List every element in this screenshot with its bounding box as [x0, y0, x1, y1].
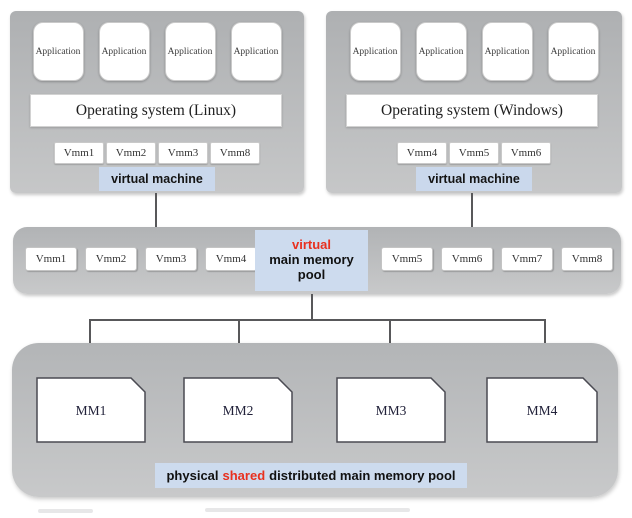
- virtual-machine-label-right: virtual machine: [416, 167, 532, 191]
- vmm-row-right: Vmm4 Vmm5 Vmm6: [326, 142, 622, 164]
- vmm-box: Vmm1: [54, 142, 104, 164]
- mm-module-3: MM3: [336, 377, 446, 443]
- connector-branch-horizontal: [89, 319, 546, 321]
- physical-pool-box: MM1 MM2 MM3 MM4 physical shared distribu…: [12, 343, 618, 497]
- application-box: Application: [349, 22, 401, 81]
- virtual-pool-bar: Vmm1 Vmm2 Vmm3 Vmm4 virtual main memory …: [13, 227, 621, 294]
- mm-shape: [486, 377, 598, 443]
- mm-module-4: MM4: [486, 377, 598, 443]
- application-box: Application: [415, 22, 467, 81]
- application-box: Application: [98, 22, 150, 81]
- vmm-box: Vmm4: [397, 142, 447, 164]
- connector-pool-stem: [311, 294, 313, 320]
- virtual-pool-title-rest: main memory pool: [269, 252, 354, 282]
- cropped-caption-remnant: [205, 508, 410, 512]
- vmm-chip: Vmm8: [561, 247, 613, 271]
- virtual-pool-title-emphasis: virtual: [291, 237, 331, 253]
- vmm-chip: Vmm1: [25, 247, 77, 271]
- vmm-box: Vmm6: [501, 142, 551, 164]
- mm-label: MM4: [527, 403, 558, 418]
- mm-module-2: MM2: [183, 377, 293, 443]
- application-box: Application: [230, 22, 282, 81]
- mm-shape: [183, 377, 293, 443]
- mm-shape: [336, 377, 446, 443]
- connector-right-host: [471, 193, 473, 227]
- vmm-chip: Vmm2: [85, 247, 137, 271]
- vm-host-windows: Application Application Application Appl…: [326, 11, 622, 193]
- vmm-chip: Vmm7: [501, 247, 553, 271]
- application-box: Application: [547, 22, 599, 81]
- mm-shape: [36, 377, 146, 443]
- mm-label: MM1: [76, 403, 107, 418]
- application-box: Application: [32, 22, 84, 81]
- connector-drop-mm1: [89, 319, 91, 344]
- physical-pool-label-emphasis: shared: [222, 468, 266, 483]
- connector-drop-mm2: [238, 319, 240, 344]
- vmm-box: Vmm8: [210, 142, 260, 164]
- application-row-left: Application Application Application Appl…: [10, 22, 304, 81]
- connector-drop-mm4: [544, 319, 546, 344]
- vmm-chip: Vmm3: [145, 247, 197, 271]
- physical-pool-label-part2: distributed main memory pool: [269, 468, 456, 483]
- application-box: Application: [481, 22, 533, 81]
- application-box: Application: [164, 22, 216, 81]
- vmm-box: Vmm2: [106, 142, 156, 164]
- vmm-row-left: Vmm1 Vmm2 Vmm3 Vmm8: [10, 142, 304, 164]
- mm-label: MM3: [376, 403, 407, 418]
- vmm-chip: Vmm5: [381, 247, 433, 271]
- vmm-chip: Vmm6: [441, 247, 493, 271]
- physical-pool-label-part1: physical: [166, 468, 219, 483]
- mm-label: MM2: [223, 403, 254, 418]
- vmm-box: Vmm5: [449, 142, 499, 164]
- os-bar-linux: Operating system (Linux): [30, 94, 282, 127]
- physical-pool-label: physical shared distributed main memory …: [155, 463, 467, 488]
- vmm-box: Vmm3: [158, 142, 208, 164]
- application-row-right: Application Application Application Appl…: [326, 22, 622, 81]
- virtual-pool-vmms-left: Vmm1 Vmm2 Vmm3 Vmm4: [25, 247, 257, 271]
- vm-host-linux: Application Application Application Appl…: [10, 11, 304, 193]
- connector-drop-mm3: [389, 319, 391, 344]
- os-bar-windows: Operating system (Windows): [346, 94, 598, 127]
- virtual-pool-title: virtual main memory pool: [255, 230, 368, 291]
- virtual-pool-vmms-right: Vmm5 Vmm6 Vmm7 Vmm8: [381, 247, 613, 271]
- cropped-caption-remnant: [38, 509, 93, 513]
- connector-left-host: [155, 193, 157, 227]
- vmm-chip: Vmm4: [205, 247, 257, 271]
- mm-module-1: MM1: [36, 377, 146, 443]
- virtual-machine-label-left: virtual machine: [99, 167, 215, 191]
